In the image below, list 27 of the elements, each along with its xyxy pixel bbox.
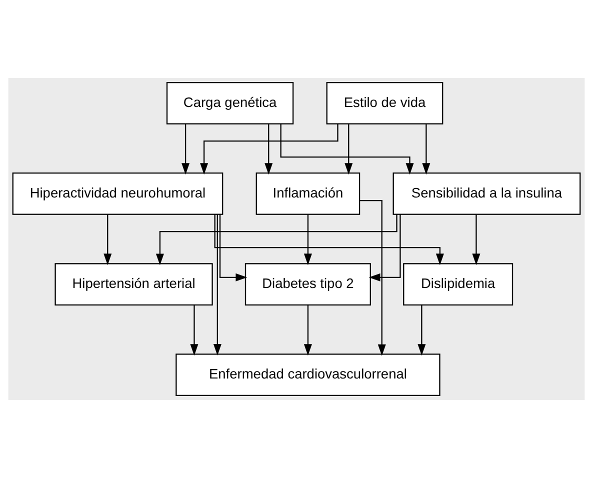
arrow [368,214,401,282]
arrow [214,214,444,266]
arrow [344,124,353,175]
node-box: Estilo de vida [326,82,444,124]
arrow [304,214,312,266]
arrow [304,305,312,356]
arrow [200,124,338,175]
arrow [360,200,386,356]
node-box: Diabetes tipo 2 [244,263,371,306]
arrow [213,214,222,356]
arrow [280,124,414,175]
node-box: Hiperactividad neurohumoral [12,172,224,215]
arrow [219,214,248,282]
node-box: Dislipidemia [403,263,514,306]
node-box: Inflamación [256,172,360,215]
arrow [422,124,430,175]
arrow [190,305,198,356]
arrow [182,124,190,175]
node-box: Hipertensión arterial [54,263,213,306]
node-box: Enfermedad cardiovasculorrenal [176,354,440,396]
node-box: Sensibilidad a la insulina [392,172,581,215]
arrow [156,214,398,266]
arrow [104,214,112,266]
node-box: Carga genética [166,82,294,124]
arrow [418,305,426,356]
arrow [472,214,480,266]
arrow [264,124,273,175]
